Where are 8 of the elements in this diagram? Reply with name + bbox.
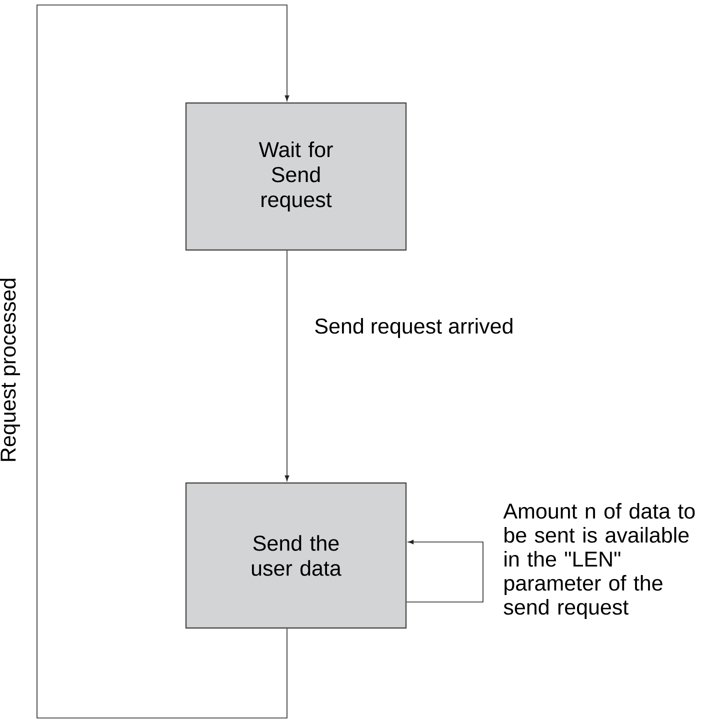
process-box: Send the user data <box>185 482 407 629</box>
edge-label: Request processed <box>0 278 20 461</box>
arrow <box>406 540 484 602</box>
arrow <box>36 4 290 718</box>
process-box: Wait for Send request <box>185 102 407 251</box>
edge-label: Send request arrived <box>315 318 512 338</box>
arrow <box>284 250 290 482</box>
edge-label: Amount n of data to be sent is available in the "LEN" parameter of the send request <box>503 502 695 620</box>
